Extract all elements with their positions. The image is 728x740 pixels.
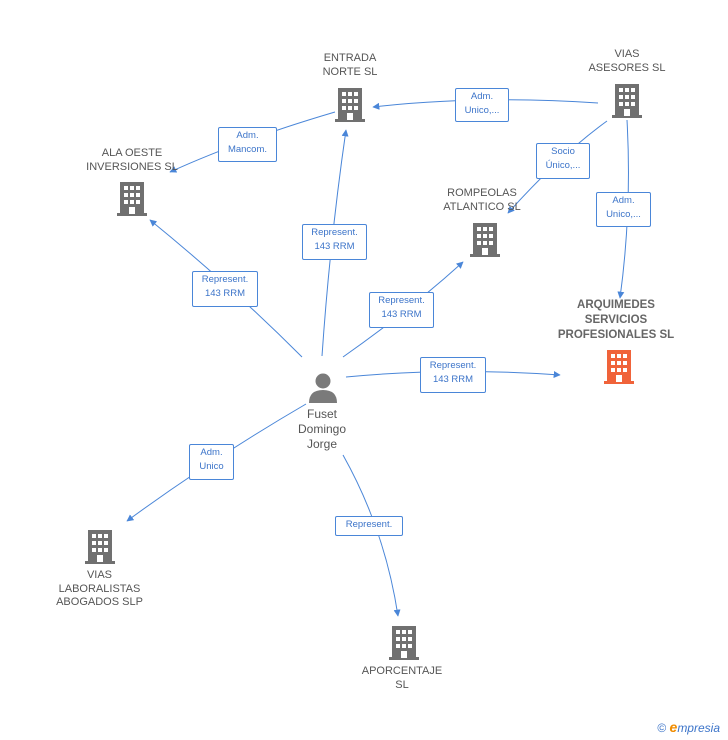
node-ala-oeste[interactable]: ALA OESTE INVERSIONES SL (77, 147, 187, 222)
building-icon (389, 626, 419, 660)
edge-label-vias-to-entrada[interactable]: Adm. Unico,... (455, 88, 509, 122)
node-label: APORCENTAJE SL (361, 665, 443, 691)
copyright-icon: © (657, 721, 667, 735)
node-arquimedes[interactable]: ARQUIMEDES SERVICIOS PROFESIONALES SL (551, 298, 681, 388)
building-icon (604, 350, 634, 384)
building-icon (612, 84, 642, 118)
brand-logo-text: mpresia (677, 721, 720, 735)
edge-label-fuset-to-laboralistas[interactable]: Adm. Unico (189, 444, 234, 480)
node-label: Fuset Domingo Jorge (297, 407, 347, 451)
brand-logo-e: e (669, 719, 678, 735)
node-fuset-domingo-jorge[interactable]: Fuset Domingo Jorge (282, 370, 362, 455)
building-icon (335, 88, 365, 122)
building-icon (470, 223, 500, 257)
node-vias-laboralistas[interactable]: VIAS LABORALISTAS ABOGADOS SLP (47, 528, 152, 618)
node-label: ALA OESTE INVERSIONES SL (86, 147, 178, 173)
node-rompeolas[interactable]: ROMPEOLAS ATLANTICO SL (432, 187, 532, 262)
node-label: VIAS LABORALISTAS ABOGADOS SLP (56, 569, 143, 608)
building-icon (85, 530, 115, 564)
person-icon (309, 373, 337, 403)
edge-label-vias-to-rompeolas[interactable]: Socio Único,... (536, 143, 590, 179)
edge-label-fuset-to-arquimedes[interactable]: Represent. 143 RRM (420, 357, 486, 393)
node-label: ARQUIMEDES SERVICIOS PROFESIONALES SL (557, 299, 675, 341)
node-aporcentaje[interactable]: APORCENTAJE SL (352, 624, 452, 699)
node-entrada-norte[interactable]: ENTRADA NORTE SL (300, 52, 400, 127)
node-vias-asesores[interactable]: VIAS ASESORES SL (577, 48, 677, 123)
building-icon (117, 182, 147, 216)
edge-label-fuset-to-ala[interactable]: Represent. 143 RRM (192, 271, 258, 307)
node-label: VIAS ASESORES SL (588, 48, 666, 74)
node-label: ENTRADA NORTE SL (322, 52, 378, 78)
edge-label-vias-to-arquimedes[interactable]: Adm. Unico,... (596, 192, 651, 227)
node-label: ROMPEOLAS ATLANTICO SL (443, 187, 521, 213)
edge-label-fuset-to-entrada[interactable]: Represent. 143 RRM (302, 224, 367, 260)
edge-label-fuset-to-rompeolas[interactable]: Represent. 143 RRM (369, 292, 434, 328)
footer-brand: © empresia (657, 719, 720, 735)
edge-label-entrada-to-ala[interactable]: Adm. Mancom. (218, 127, 277, 162)
edge-label-fuset-to-aporcentaje[interactable]: Represent. (335, 516, 403, 536)
